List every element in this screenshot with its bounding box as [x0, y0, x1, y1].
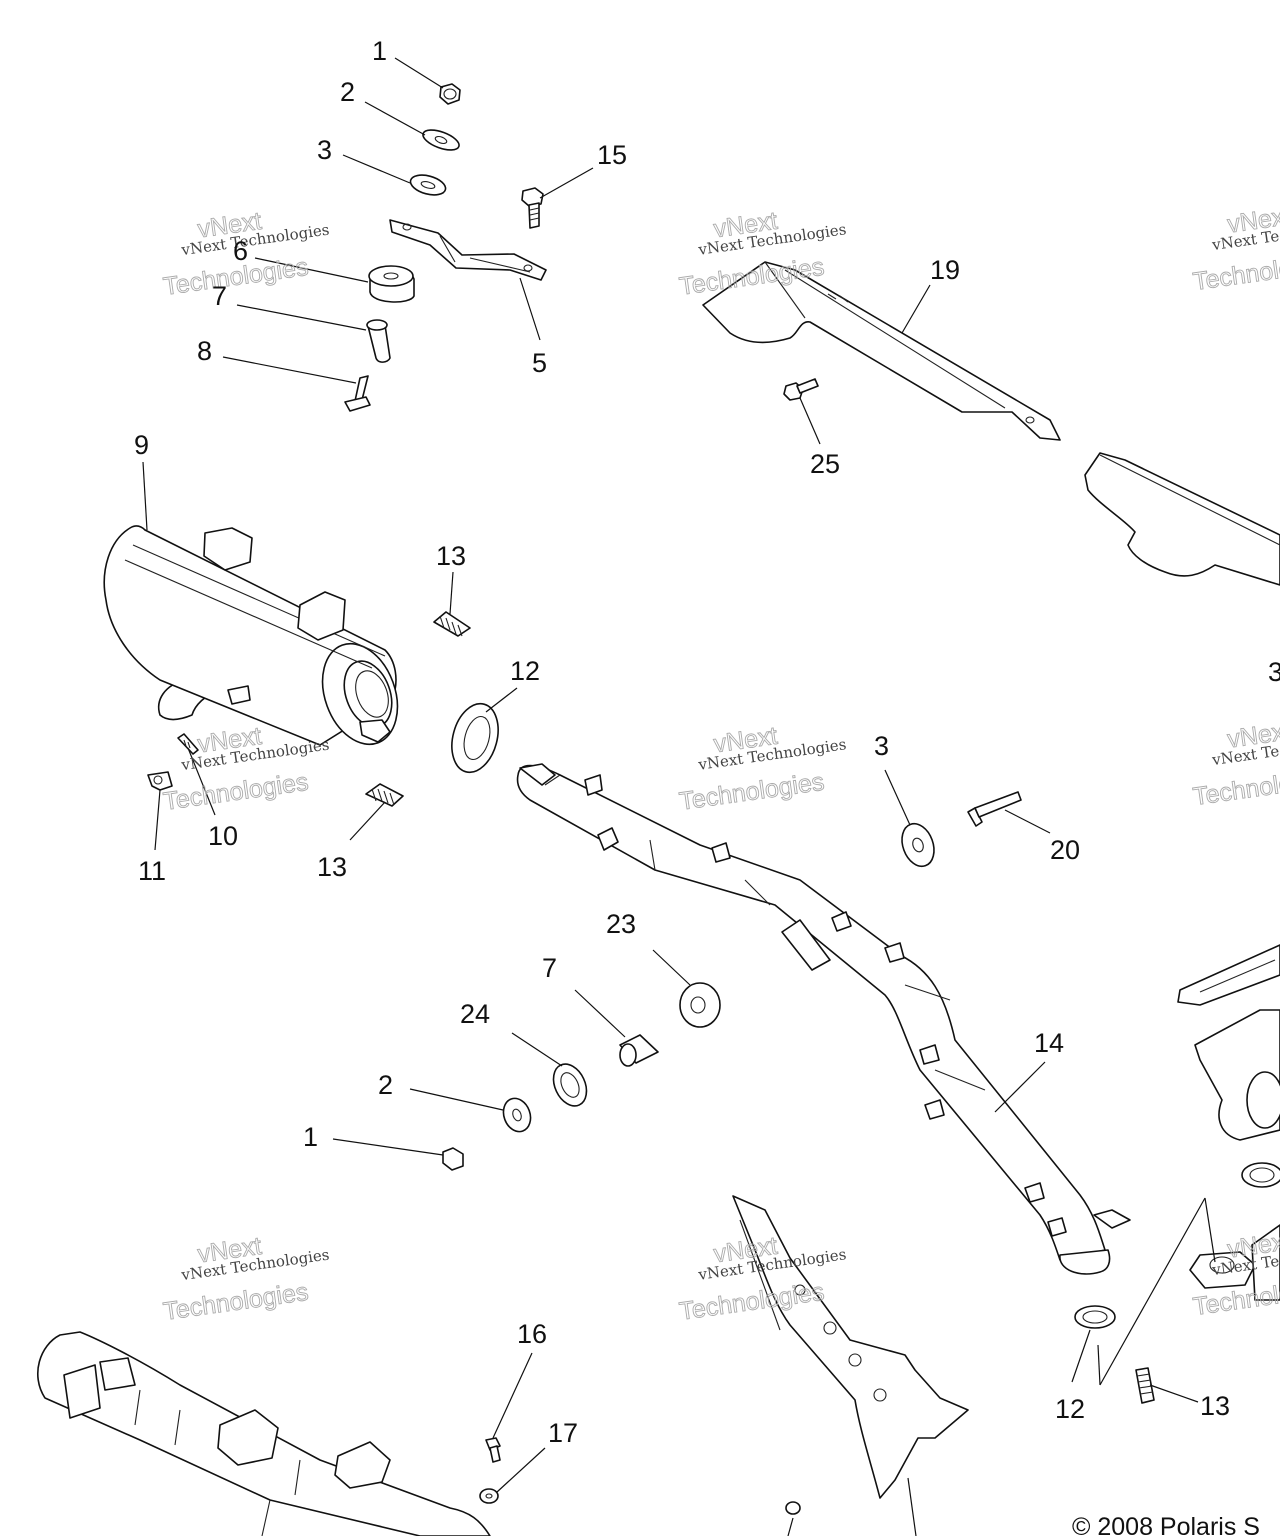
watermark-8: vNext vNext Technologies Technologies	[677, 1231, 847, 1326]
callout-label: 1	[303, 1122, 318, 1152]
part-spring-13a	[433, 611, 471, 637]
callout-label: 24	[460, 999, 490, 1029]
watermark-6: vNext vNext Technologies Technologies	[1191, 717, 1280, 812]
part-bolt-25	[783, 378, 819, 401]
part-manifold	[1194, 1009, 1280, 1188]
callout-label: 12	[1055, 1394, 1085, 1424]
svg-text:Technologies: Technologies	[1191, 248, 1280, 296]
svg-text:Technologies: Technologies	[162, 1278, 310, 1326]
leader-lines	[142, 57, 1216, 1536]
callout-label: 25	[810, 449, 840, 479]
part-bolt-15	[521, 187, 544, 229]
callout-label: 16	[517, 1319, 547, 1349]
part-tailpipe-shield	[37, 1331, 491, 1536]
callout-label: 13	[436, 541, 466, 571]
callout-label: 3	[874, 731, 889, 761]
callout-label: 13	[1200, 1391, 1230, 1421]
callout-label: 14	[1034, 1028, 1064, 1058]
part-gasket-12a	[451, 702, 499, 774]
copyright-notice: © 2008 Polaris S	[1072, 1513, 1260, 1536]
part-nut-1b	[442, 1147, 464, 1171]
part-clip-11	[147, 771, 173, 791]
callout-labels: 1 2 3 15 6 7 8 5 19 25 9 13 12 10 11 13 …	[134, 36, 1280, 1448]
part-flange-right	[1189, 1224, 1280, 1301]
part-heat-shield-right	[1084, 452, 1280, 586]
callout-label: 9	[134, 430, 149, 460]
callout-label: 1	[372, 36, 387, 66]
part-head-pipe-14	[516, 763, 1131, 1275]
part-washer-top	[422, 129, 460, 151]
watermark-5: vNext vNext Technologies Technologies	[677, 721, 847, 816]
part-bolt-20	[967, 791, 1022, 827]
part-spring-13b	[365, 783, 404, 807]
callout-label: 3	[317, 135, 332, 165]
part-sleeve-7b	[619, 1034, 659, 1067]
part-bracket-5	[389, 219, 547, 281]
callout-label: 10	[208, 821, 238, 851]
part-grommet-23	[679, 982, 721, 1028]
part-spring-13c	[1135, 1367, 1155, 1404]
part-grommet-6	[368, 265, 415, 303]
callout-label: 12	[510, 656, 540, 686]
callout-label: 13	[317, 852, 347, 882]
part-screw-10	[177, 733, 199, 755]
callout-label: 5	[532, 348, 547, 378]
part-washer-3b	[901, 822, 935, 868]
part-manifold-gasket	[1177, 944, 1280, 1006]
callout-label: 15	[597, 140, 627, 170]
svg-text:Technologies: Technologies	[162, 768, 310, 816]
part-screw-16	[485, 1437, 501, 1463]
callout-label: 11	[138, 856, 166, 886]
watermark-2: vNext vNext Technologies Technologies	[677, 206, 847, 301]
callout-label: 7	[212, 281, 227, 311]
watermark-3: vNext vNext Technologies Technologies	[1191, 202, 1280, 297]
svg-text:Technologies: Technologies	[1191, 763, 1280, 811]
part-nut-top	[439, 83, 461, 105]
part-washer-2b	[502, 1097, 532, 1133]
part-gasket-12b	[1074, 1305, 1116, 1329]
part-washer-17	[479, 1488, 499, 1504]
part-screw-bottom	[785, 1501, 801, 1515]
callout-label: 20	[1050, 835, 1080, 865]
callout-label: 3	[1268, 657, 1280, 687]
part-heat-shield-center	[732, 1195, 969, 1499]
callout-label: 2	[340, 77, 355, 107]
callout-label: 17	[548, 1418, 578, 1448]
callout-label: 8	[197, 336, 212, 366]
part-bolt-8	[344, 375, 371, 412]
callout-label: 6	[233, 236, 248, 266]
part-washer-24	[552, 1063, 588, 1107]
part-sleeve-7	[366, 319, 391, 363]
part-muffler-9	[103, 525, 399, 746]
svg-text:Technologies: Technologies	[678, 768, 826, 816]
part-washer-large-top	[409, 174, 447, 196]
callout-label: 7	[542, 953, 557, 983]
callout-label: 23	[606, 909, 636, 939]
part-heat-shield-19	[702, 261, 1061, 441]
watermark-7: vNext vNext Technologies Technologies	[161, 1231, 330, 1326]
callout-label: 2	[378, 1070, 393, 1100]
callout-label: 19	[930, 255, 960, 285]
